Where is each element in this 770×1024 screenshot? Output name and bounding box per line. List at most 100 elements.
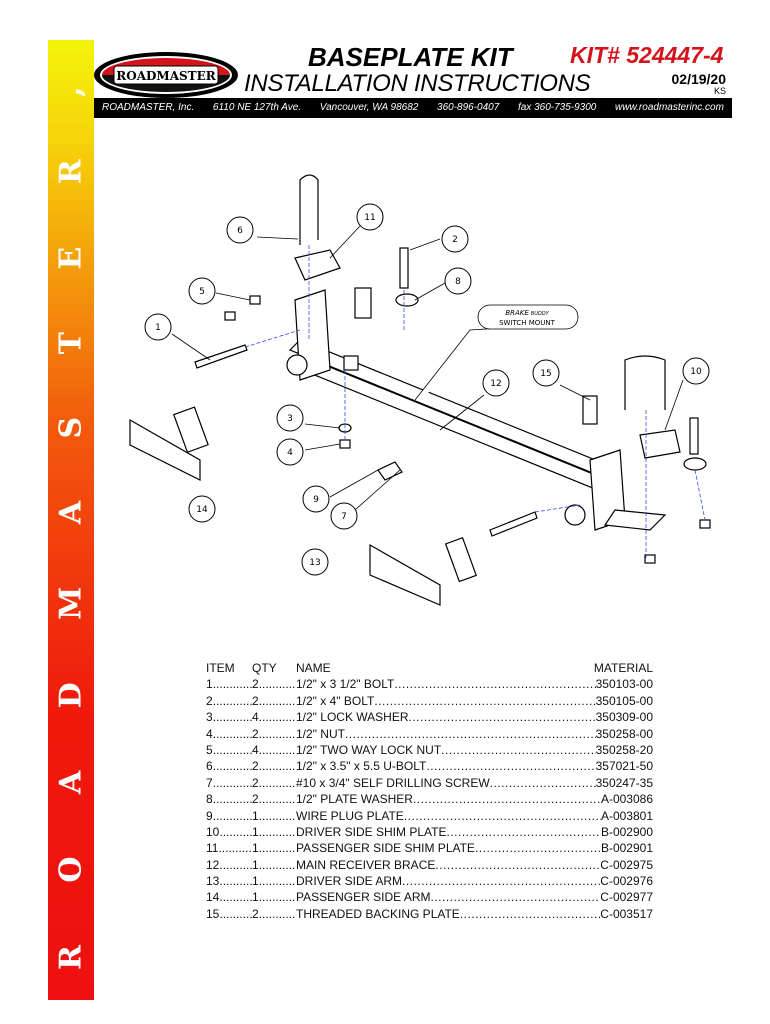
item-qty: 2	[252, 775, 259, 790]
item-material: A-003801	[600, 808, 653, 823]
item-qty: 1	[252, 824, 259, 839]
callout-1: 1	[144, 313, 172, 341]
parts-list-row: 101DRIVER SIDE SHIM PLATEB-002900	[206, 824, 653, 840]
bolt	[194, 344, 248, 369]
item-number: 6	[206, 759, 213, 774]
exploded-parts-diagram: 1 2 3 4 5 6 7 8 9 10 11 12 13 14 15 BRAK…	[129, 174, 711, 606]
item-name: 1/2" LOCK WASHER	[296, 710, 409, 725]
shim-plate	[294, 249, 341, 281]
svg-text:2: 2	[452, 235, 458, 245]
item-material: 350105-00	[595, 693, 653, 708]
callout-12: 12	[482, 369, 510, 397]
item-name: 1/2" PLATE WASHER	[296, 792, 413, 807]
svg-text:13: 13	[309, 558, 320, 568]
callout-8: 8	[444, 267, 472, 295]
side-banner	[48, 40, 94, 1000]
parts-list-row: 152THREADED BACKING PLATEC-003517	[206, 906, 653, 922]
item-name: MAIN RECEIVER BRACE	[296, 857, 436, 872]
header-material: MATERIAL	[593, 661, 653, 675]
item-name: 1/2" x 3 1/2" BOLT	[296, 677, 395, 692]
item-number: 13	[206, 874, 220, 889]
item-material: A-003086	[600, 792, 653, 807]
item-name: THREADED BACKING PLATE	[296, 906, 460, 921]
callout-14: 14	[188, 495, 216, 523]
callout-10: 10	[682, 357, 710, 385]
wire-plug-plate	[377, 461, 403, 481]
item-material: 350247-35	[595, 775, 653, 790]
item-material: 350258-20	[595, 742, 653, 757]
website: www.roadmasterinc.com	[615, 102, 724, 113]
parts-list-row: 141PASSENGER SIDE ARMC-002977	[206, 889, 653, 905]
side-banner-text: R O A D M A S T E R , I N C.	[53, 0, 89, 970]
city: Vancouver, WA 98682	[319, 102, 419, 113]
item-number: 9	[206, 808, 213, 823]
svg-text:8: 8	[455, 277, 461, 287]
header-qty: QTY	[252, 661, 277, 675]
item-number: 12	[206, 857, 220, 872]
parts-list-row: 421/2" NUT350258-00	[206, 726, 653, 742]
brake-label: BRAKE	[505, 309, 529, 317]
company-name: ROADMASTER, Inc.	[102, 102, 195, 113]
callout-15: 15	[532, 359, 560, 387]
fax: fax 360-735-9300	[517, 102, 597, 113]
svg-text:3: 3	[287, 414, 293, 424]
item-qty: 1	[252, 890, 259, 905]
item-qty: 2	[252, 792, 259, 807]
shim-plate	[639, 429, 681, 459]
item-qty: 1	[252, 841, 259, 856]
svg-text:10: 10	[690, 367, 702, 377]
item-qty: 4	[252, 710, 259, 725]
parts-list-row: 131DRIVER SIDE ARMC-002976	[206, 873, 653, 889]
item-number: 8	[206, 792, 213, 807]
passenger-side-arm	[129, 418, 201, 481]
callout-3: 3	[276, 404, 304, 432]
header-item: ITEM	[206, 661, 235, 675]
item-number: 11	[206, 841, 219, 856]
item-number: 10	[206, 824, 220, 839]
item-qty: 2	[252, 677, 259, 692]
item-qty: 2	[252, 906, 259, 921]
author-initials: KS	[713, 86, 726, 96]
item-name: 1/2" TWO WAY LOCK NUT	[296, 742, 442, 757]
item-number: 14	[206, 890, 220, 905]
item-number: 3	[206, 710, 213, 725]
item-qty: 1	[252, 874, 259, 889]
item-number: 4	[206, 726, 213, 741]
svg-text:6: 6	[237, 226, 243, 236]
callout-13: 13	[301, 548, 329, 576]
revision-date: 02/19/20	[671, 71, 727, 87]
parts-list-row: 91WIRE PLUG PLATEA-003801	[206, 808, 653, 824]
parts-list-row: 8 2 1/2" PLATE WASHER A-003086	[206, 791, 653, 807]
item-qty: 2	[252, 759, 259, 774]
bolt	[489, 511, 538, 537]
parts-list-row: 221/2" x 4" BOLT350105-00	[206, 693, 653, 709]
parts-list-header: ITEM QTY NAME MATERIAL	[206, 660, 653, 676]
callout-11: 11	[356, 203, 384, 231]
item-number: 7	[206, 775, 213, 790]
switch-mount-label: SWITCH MOUNT	[499, 319, 556, 327]
item-number: 2	[206, 693, 213, 708]
callout-5: 5	[188, 277, 216, 305]
item-qty: 1	[252, 857, 259, 872]
parts-list-row: 121MAIN RECEIVER BRACEC-002975	[206, 857, 653, 873]
logo-text: ROADMASTER	[116, 69, 216, 83]
svg-text:1: 1	[155, 323, 161, 333]
header-name: NAME	[296, 661, 331, 675]
brake-brand: BUDDY	[531, 311, 550, 317]
kit-number: KIT# 524447-4	[570, 42, 724, 68]
svg-text:7: 7	[341, 512, 347, 522]
item-name: DRIVER SIDE SHIM PLATE	[296, 824, 447, 839]
item-qty: 2	[252, 726, 259, 741]
item-material: 350258-00	[595, 726, 653, 741]
item-qty: 1	[252, 808, 259, 823]
item-number: 15	[206, 906, 220, 921]
item-name: PASSENGER SIDE ARM	[296, 890, 431, 905]
item-material: 350309-00	[595, 710, 653, 725]
document-title: BASEPLATE KIT	[308, 42, 513, 72]
parts-list-row: 111PASSENGER SIDE SHIM PLATEB-002901	[206, 840, 653, 856]
item-qty: 2	[252, 693, 259, 708]
callout-7: 7	[330, 502, 358, 530]
parts-list-row: 621/2" x 3.5" x 5.5 U-BOLT357021-50	[206, 758, 653, 774]
item-material: C-002976	[600, 874, 653, 889]
